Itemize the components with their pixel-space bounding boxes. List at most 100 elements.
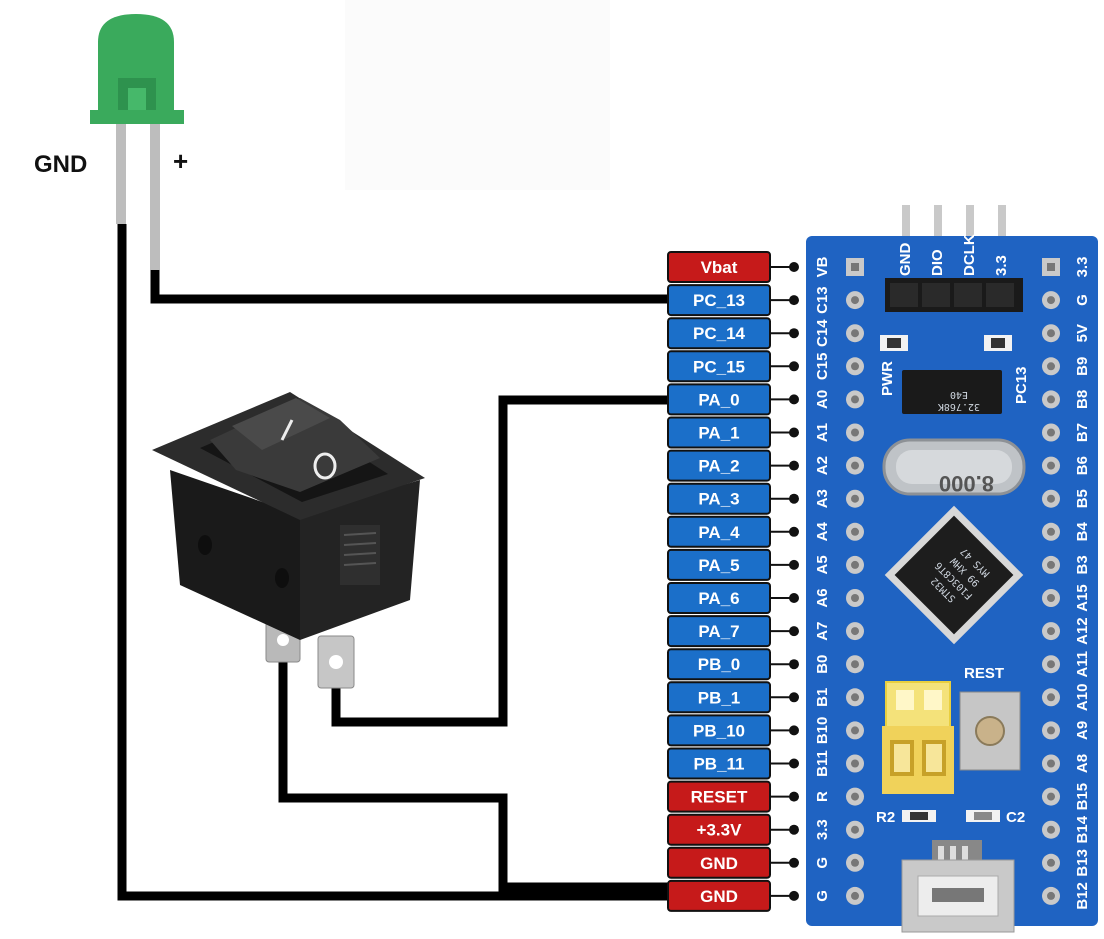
led: GND + <box>34 14 188 270</box>
micro-usb-port <box>901 840 1015 933</box>
rtc-crystal <box>902 370 1002 414</box>
board-silk-label: B5 <box>1074 489 1091 508</box>
board-via-column-left <box>846 258 864 905</box>
swd-header-label: 3.3 <box>993 255 1010 276</box>
board-via-hole <box>851 693 859 702</box>
pin-label-text: +3.3V <box>697 821 743 840</box>
pin-label-text: PC_14 <box>693 324 746 343</box>
pin-label-text: PB_10 <box>693 721 745 740</box>
board-silk-label: B9 <box>1074 357 1091 376</box>
board-via-hole <box>851 627 859 636</box>
led-lead-gnd <box>116 120 126 224</box>
board-via-hole <box>851 296 859 305</box>
board-via-hole <box>851 329 859 338</box>
switch-lug-right-hole <box>329 655 343 669</box>
board-via-hole <box>851 263 859 271</box>
board-silk-label: B3 <box>1074 555 1091 574</box>
pwr-label: PWR <box>879 361 896 396</box>
pin-label-text: RESET <box>691 788 748 807</box>
pin-dot <box>789 758 799 769</box>
swd-header-label: GND <box>897 243 914 277</box>
pin-dot <box>789 692 799 703</box>
pin-label-10: PA_6 <box>667 582 799 614</box>
led-rim <box>90 110 184 124</box>
board-via-hole <box>851 891 859 900</box>
board-via-hole <box>1047 825 1055 834</box>
pin-dot <box>789 791 799 802</box>
pin-label-text: PC_13 <box>693 291 745 310</box>
board-via-hole <box>1047 527 1055 536</box>
board-via-hole <box>1047 329 1055 338</box>
pin-label-text: PA_4 <box>698 523 740 542</box>
pin-dot <box>789 559 799 570</box>
board-via-hole <box>1047 362 1055 371</box>
board-silk-label: A7 <box>814 622 831 641</box>
pin-label-5: PA_1 <box>667 416 799 449</box>
pin-label-7: PA_3 <box>667 482 799 515</box>
board-via-hole <box>851 825 859 834</box>
board-silk-label: A2 <box>814 456 831 475</box>
pin-label-3: PC_15 <box>667 350 799 383</box>
wire-switch-to-pa0 <box>331 395 668 727</box>
pin-label-1: PC_13 <box>667 284 799 317</box>
pin-label-text: PA_7 <box>698 622 739 641</box>
board-silk-label: B1 <box>814 688 831 707</box>
board-silk-label: B11 <box>814 750 831 777</box>
board-silk-label: A3 <box>814 489 831 508</box>
board-via-hole <box>1047 693 1055 702</box>
board-silk-label: A4 <box>814 522 831 542</box>
wire-switch-to-gnd <box>278 660 668 892</box>
pin-label-15: PB_11 <box>667 747 799 780</box>
board-silk-label: B15 <box>1074 783 1091 811</box>
pin-dot <box>789 262 799 272</box>
boot-jumpers <box>882 681 954 794</box>
pin-dot <box>789 857 799 868</box>
board-via-hole <box>851 792 859 801</box>
pin-label-19: GND <box>667 879 799 912</box>
board-silk-label: R <box>814 791 831 802</box>
board-silk-label: B4 <box>1074 522 1091 542</box>
pin-label-text: PA_5 <box>698 556 739 575</box>
pin-dot <box>789 394 799 405</box>
board-silk-label: B7 <box>1074 423 1091 442</box>
board-silk-label: A6 <box>814 588 831 607</box>
switch-rocker-highlight <box>232 398 330 450</box>
pin-dot <box>789 427 799 438</box>
pin-label-11: PA_7 <box>667 615 799 648</box>
pin-label-text: PB_1 <box>698 688 741 707</box>
board-via-hole <box>1047 395 1055 404</box>
rtc-crystal-sub: E40 <box>950 389 968 400</box>
board-via-hole <box>1047 858 1055 867</box>
reset-button-label: REST <box>964 665 1004 682</box>
pin-label-text: GND <box>700 887 738 906</box>
pin-dot <box>789 593 799 603</box>
pin-label-text: PC_15 <box>693 357 745 376</box>
board-via-hole <box>851 726 859 735</box>
switch-on-mark <box>280 419 294 441</box>
rocker-switch <box>152 392 425 689</box>
board-via-hole <box>1047 494 1055 503</box>
board-silk-label: A12 <box>1074 617 1091 645</box>
pin-label-text: PA_3 <box>698 490 739 509</box>
pin-label-13: PB_1 <box>667 681 799 714</box>
pin-dot <box>789 659 799 670</box>
board-silk-label: 5V <box>1074 324 1091 342</box>
pin-label-16: RESET <box>667 780 799 813</box>
pin-dot <box>789 725 799 736</box>
led-lead-plus <box>150 120 160 270</box>
board-silk-label: A15 <box>1074 584 1091 612</box>
board-silk-label: C15 <box>814 353 831 381</box>
board-silk-label: A0 <box>814 390 831 409</box>
board-via-hole <box>851 858 859 867</box>
pin-label-9: PA_5 <box>667 548 799 581</box>
pin-dot <box>789 295 799 306</box>
pc13-label: PC13 <box>1013 366 1030 404</box>
board-via-hole <box>851 594 859 602</box>
pin-label-text: PB_11 <box>693 755 744 774</box>
pin-dot <box>789 361 799 372</box>
board-via-hole <box>1047 660 1055 669</box>
board-via-hole <box>851 362 859 371</box>
